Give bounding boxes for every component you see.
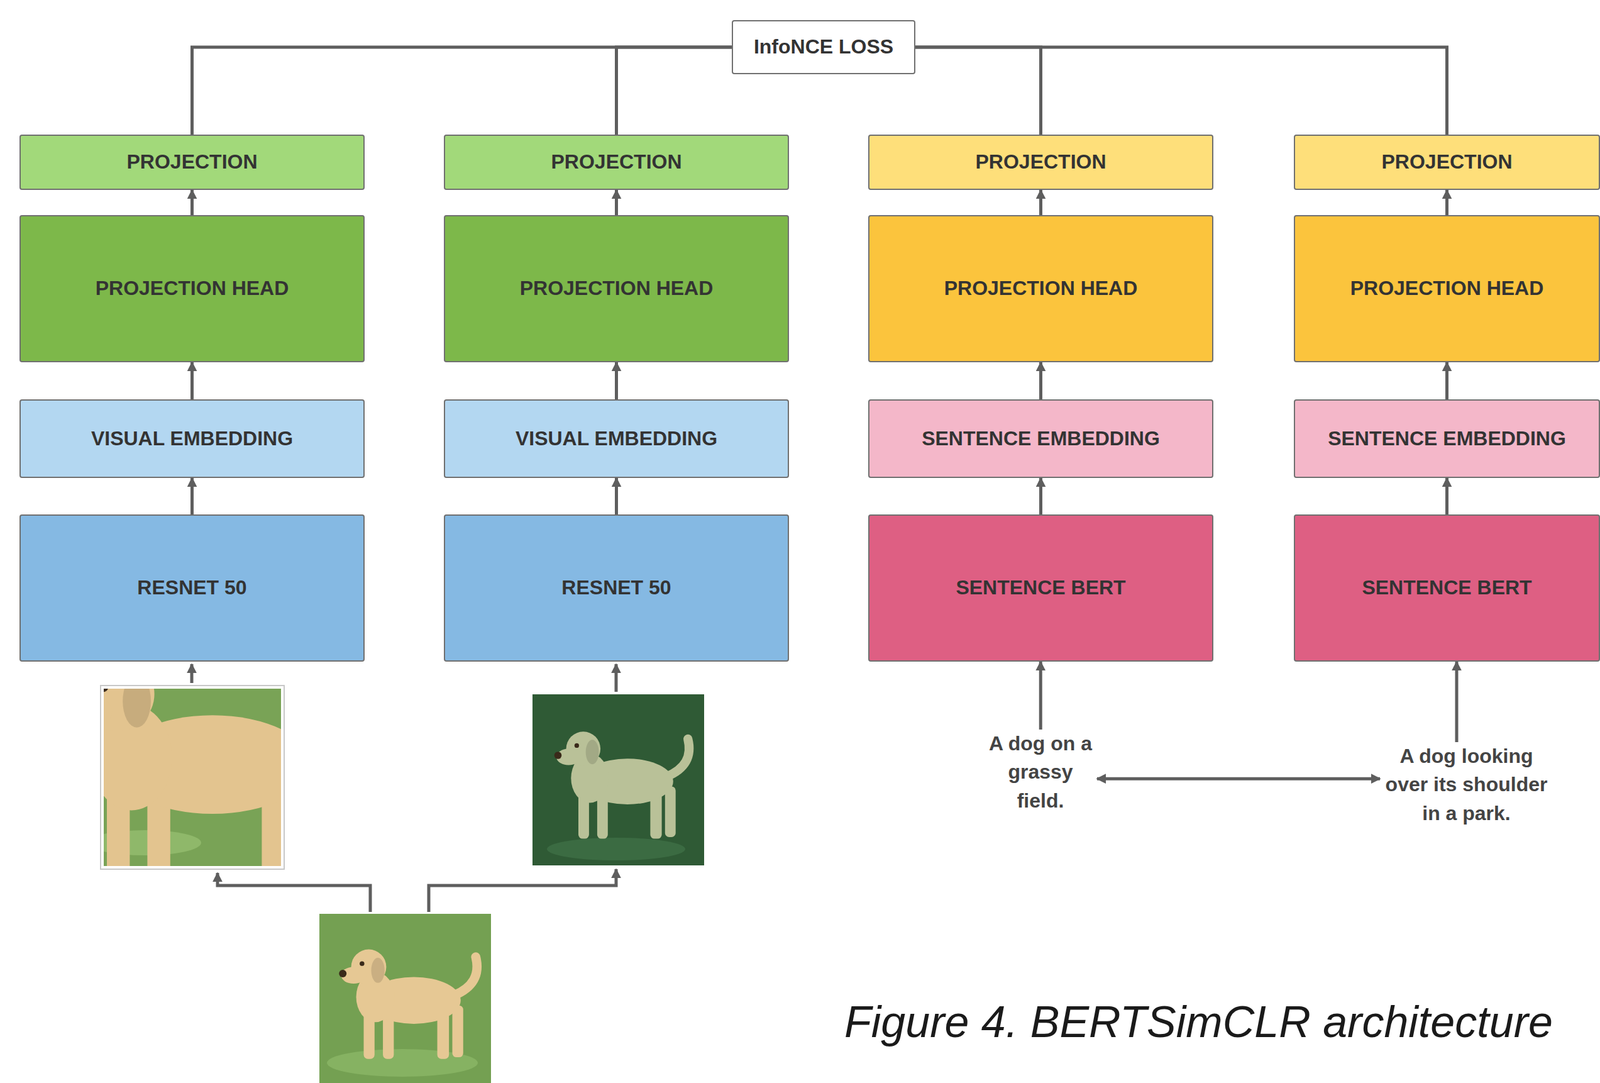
embedding-box: SENTENCE EMBEDDING (1293, 399, 1600, 478)
node-label: PROJECTION HEAD (519, 275, 714, 302)
projection-head-box: PROJECTION HEAD (868, 215, 1214, 363)
node-label: PROJECTION HEAD (1350, 275, 1545, 302)
connector-arrow (614, 189, 618, 216)
connector-arrow (614, 362, 618, 400)
node-label: SENTENCE BERT (955, 574, 1126, 602)
node-label: SENTENCE EMBEDDING (1327, 425, 1567, 453)
connector-arrow (616, 47, 733, 135)
sentence-text: A dog looking over its shoulder in a par… (1379, 741, 1553, 828)
dog-photo-crop (103, 688, 282, 866)
node-label: A dog on a grassy field. (983, 729, 1098, 815)
projection-head-box: PROJECTION HEAD (19, 215, 365, 363)
embedding-box: SENTENCE EMBEDDING (868, 399, 1214, 478)
embedding-box: VISUAL EMBEDDING (19, 399, 365, 478)
node-label: PROJECTION (550, 148, 682, 176)
loss-box: InfoNCE LOSS (731, 20, 916, 75)
embedding-box: VISUAL EMBEDDING (443, 399, 789, 478)
augmentation-arrows (191, 663, 617, 912)
projection-head-box: PROJECTION HEAD (443, 215, 789, 363)
node-label: VISUAL EMBEDDING (91, 425, 293, 453)
connector-arrow (190, 189, 194, 216)
connector-arrow (192, 47, 733, 135)
connector-arrow (190, 362, 194, 400)
node-label: RESNET 50 (561, 574, 671, 602)
connector-arrow (915, 47, 1448, 135)
connector-arrow (1445, 362, 1449, 400)
node-label: PROJECTION HEAD (944, 275, 1138, 302)
figure-caption: Figure 4. BERTSimCLR architecture (844, 996, 1553, 1047)
node-label: SENTENCE EMBEDDING (921, 425, 1160, 453)
node-label: PROJECTION (975, 148, 1106, 176)
node-label: RESNET 50 (137, 574, 247, 602)
node-label: PROJECTION HEAD (95, 275, 290, 302)
projection-box: PROJECTION (443, 134, 789, 190)
connector-arrow (1039, 477, 1043, 515)
dog-photo-original (319, 913, 492, 1083)
connector-arrow (190, 477, 194, 515)
connector-arrow (1455, 661, 1459, 742)
projection-head-box: PROJECTION HEAD (1293, 215, 1600, 363)
connector-arrow (1039, 189, 1043, 216)
connector-arrow (1445, 477, 1449, 515)
sentence-text: A dog on a grassy field. (983, 729, 1098, 815)
node-label: A dog looking over its shoulder in a par… (1379, 741, 1553, 828)
encoder-box: RESNET 50 (19, 514, 365, 662)
node-label: InfoNCE LOSS (753, 33, 894, 61)
connector-arrow (1039, 661, 1043, 730)
connector-arrow (614, 477, 618, 515)
connector-arrow (1097, 777, 1380, 781)
node-label: PROJECTION (126, 148, 258, 176)
encoder-box: RESNET 50 (443, 514, 789, 662)
connector-arrow (1039, 362, 1043, 400)
node-label: VISUAL EMBEDDING (515, 425, 718, 453)
projection-box: PROJECTION (19, 134, 365, 190)
connector-arrow (915, 47, 1042, 135)
projection-box: PROJECTION (1293, 134, 1600, 190)
encoder-box: SENTENCE BERT (868, 514, 1214, 662)
connector-arrow (1445, 189, 1449, 216)
dog-photo-jitter (532, 694, 705, 866)
encoder-box: SENTENCE BERT (1293, 514, 1600, 662)
node-label: PROJECTION (1381, 148, 1512, 176)
projection-box: PROJECTION (868, 134, 1214, 190)
node-label: SENTENCE BERT (1361, 574, 1532, 602)
